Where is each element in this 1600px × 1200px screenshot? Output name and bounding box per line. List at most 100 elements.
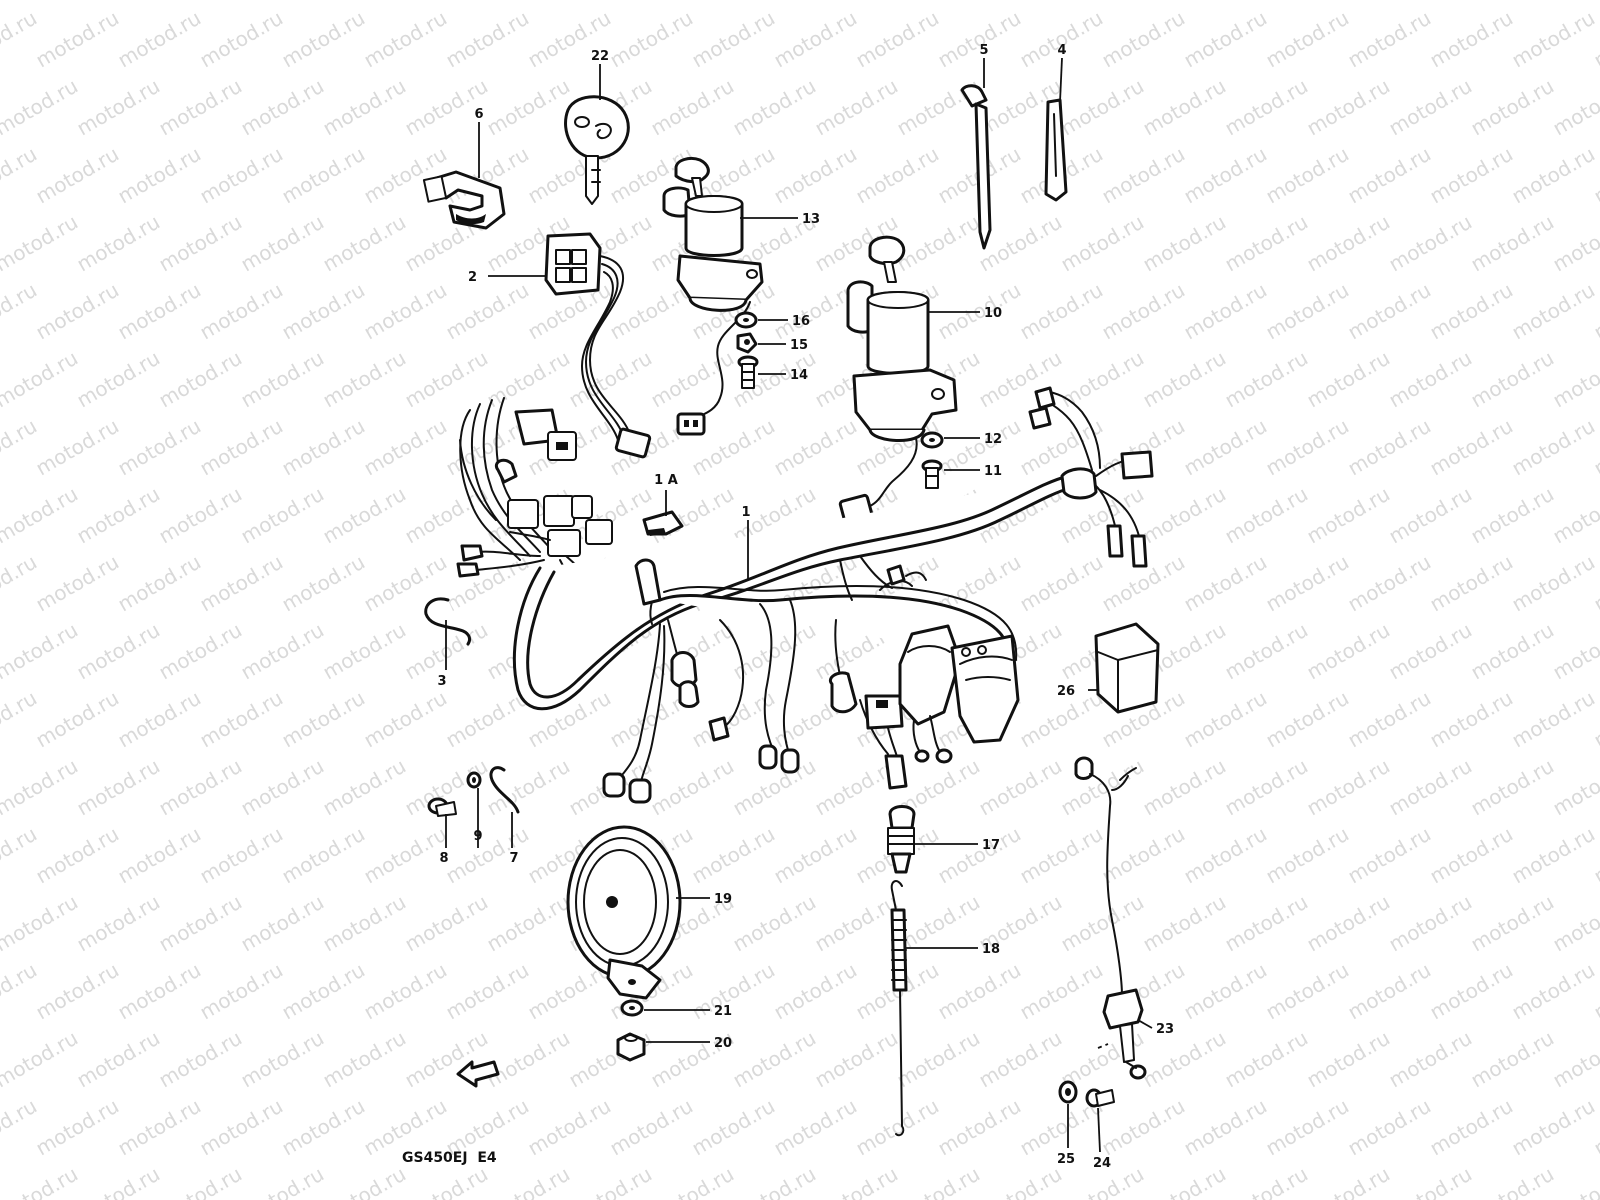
watermark-text: motod.ru (278, 1094, 369, 1161)
watermark-text: motod.ru (1344, 550, 1435, 617)
watermark-text: motod.ru (1057, 74, 1148, 141)
watermark-text: motod.ru (1221, 74, 1312, 141)
watermark-text: motod.ru (893, 1026, 984, 1093)
watermark-text: motod.ru (1426, 278, 1517, 345)
watermark-text: motod.ru (32, 822, 123, 889)
part-label-21: 21 (714, 1004, 732, 1019)
watermark-text: motod.ru (0, 1162, 82, 1200)
watermark-text: motod.ru (73, 890, 164, 957)
watermark-text: motod.ru (196, 958, 287, 1025)
watermark-text: motod.ru (1385, 890, 1476, 957)
watermark-text: motod.ru (483, 0, 574, 4)
watermark-text: motod.ru (319, 74, 410, 141)
watermark-text: motod.ru (155, 618, 246, 685)
watermark-text: motod.ru (0, 210, 82, 277)
watermark-text: motod.ru (1016, 958, 1107, 1025)
watermark-text: motod.ru (1426, 958, 1517, 1025)
ignition-key-drawing (564, 95, 630, 205)
watermark-text: motod.ru (73, 482, 164, 549)
watermark-text: motod.ru (1303, 482, 1394, 549)
watermark-text: motod.ru (729, 74, 820, 141)
watermark-text: motod.ru (1221, 1162, 1312, 1200)
watermark-text: motod.ru (1467, 618, 1558, 685)
watermark-text: motod.ru (32, 1094, 123, 1161)
watermark-text: motod.ru (114, 550, 205, 617)
watermark-text: motod.ru (975, 0, 1066, 4)
watermark-text: motod.ru (1262, 550, 1353, 617)
watermark-text: motod.ru (237, 210, 328, 277)
watermark-text: motod.ru (1467, 1026, 1558, 1093)
watermark-text: motod.ru (1467, 482, 1558, 549)
watermark-text: motod.ru (1139, 346, 1230, 413)
watermark-text: motod.ru (565, 0, 656, 4)
watermark-text: motod.ru (1549, 482, 1600, 549)
watermark-text: motod.ru (1139, 1026, 1230, 1093)
watermark-text: motod.ru (606, 1094, 697, 1161)
watermark-text: motod.ru (319, 346, 410, 413)
watermark-text: motod.ru (483, 74, 574, 141)
watermark-text: motod.ru (1262, 1094, 1353, 1161)
watermark-text: motod.ru (1180, 1094, 1271, 1161)
brake-light-switch-drawing (887, 805, 916, 874)
watermark-text: motod.ru (729, 890, 820, 957)
watermark-text: motod.ru (688, 6, 779, 73)
watermark-text: motod.ru (401, 482, 492, 549)
watermark-text: motod.ru (1385, 1162, 1476, 1200)
watermark-text: motod.ru (32, 550, 123, 617)
part-label-6: 6 (474, 107, 483, 122)
watermark-text: motod.ru (1180, 822, 1271, 889)
watermark-text: motod.ru (729, 1162, 820, 1200)
watermark-text: motod.ru (155, 0, 246, 4)
watermark-text: motod.ru (114, 6, 205, 73)
watermark-text: motod.ru (360, 6, 451, 73)
part-label-14: 14 (790, 368, 808, 383)
watermark-text: motod.ru (1426, 1094, 1517, 1161)
watermark-text: motod.ru (237, 618, 328, 685)
watermark-text: motod.ru (114, 822, 205, 889)
part-label-24: 24 (1093, 1156, 1111, 1171)
part-label-16: 16 (792, 314, 810, 329)
part-label-13: 13 (802, 212, 820, 227)
watermark-text: motod.ru (114, 414, 205, 481)
watermark-text: motod.ru (811, 74, 902, 141)
watermark-text: motod.ru (360, 958, 451, 1025)
watermark-text: motod.ru (1426, 142, 1517, 209)
watermark-text: motod.ru (483, 1026, 574, 1093)
ignition-switch-drawing (662, 156, 764, 436)
watermark-text: motod.ru (1385, 74, 1476, 141)
watermark-text: motod.ru (852, 142, 943, 209)
watermark-text: motod.ru (1180, 686, 1271, 753)
watermark-text: motod.ru (1508, 958, 1599, 1025)
watermark-text: motod.ru (196, 142, 287, 209)
watermark-text: motod.ru (1180, 6, 1271, 73)
watermark-text: motod.ru (73, 618, 164, 685)
watermark-text: motod.ru (114, 278, 205, 345)
watermark-text: motod.ru (893, 74, 984, 141)
part-label-8: 8 (439, 851, 448, 866)
watermark-text: motod.ru (237, 0, 328, 4)
watermark-text: motod.ru (1303, 210, 1394, 277)
watermark-text: motod.ru (1098, 6, 1189, 73)
watermark-text: motod.ru (1508, 142, 1599, 209)
watermark-text: motod.ru (1180, 414, 1271, 481)
wire-clamp-drawing (424, 597, 472, 646)
watermark-text: motod.ru (114, 958, 205, 1025)
watermark-text: motod.ru (360, 414, 451, 481)
watermark-text: motod.ru (73, 74, 164, 141)
watermark-text: motod.ru (319, 754, 410, 821)
watermark-text: motod.ru (565, 1162, 656, 1200)
part-label-20: 20 (714, 1036, 732, 1051)
watermark-text: motod.ru (975, 754, 1066, 821)
watermark-text: motod.ru (1467, 1162, 1558, 1200)
watermark-text: motod.ru (647, 754, 738, 821)
watermark-text: motod.ru (114, 142, 205, 209)
watermark-text: motod.ru (1508, 278, 1599, 345)
watermark-text: motod.ru (1303, 754, 1394, 821)
watermark-text: motod.ru (1426, 6, 1517, 73)
watermark-text: motod.ru (278, 686, 369, 753)
watermark-text: motod.ru (688, 1094, 779, 1161)
watermark-text: motod.ru (1549, 210, 1600, 277)
watermark-text: motod.ru (0, 890, 82, 957)
part-label-23: 23 (1156, 1022, 1174, 1037)
watermark-text: motod.ru (1467, 210, 1558, 277)
